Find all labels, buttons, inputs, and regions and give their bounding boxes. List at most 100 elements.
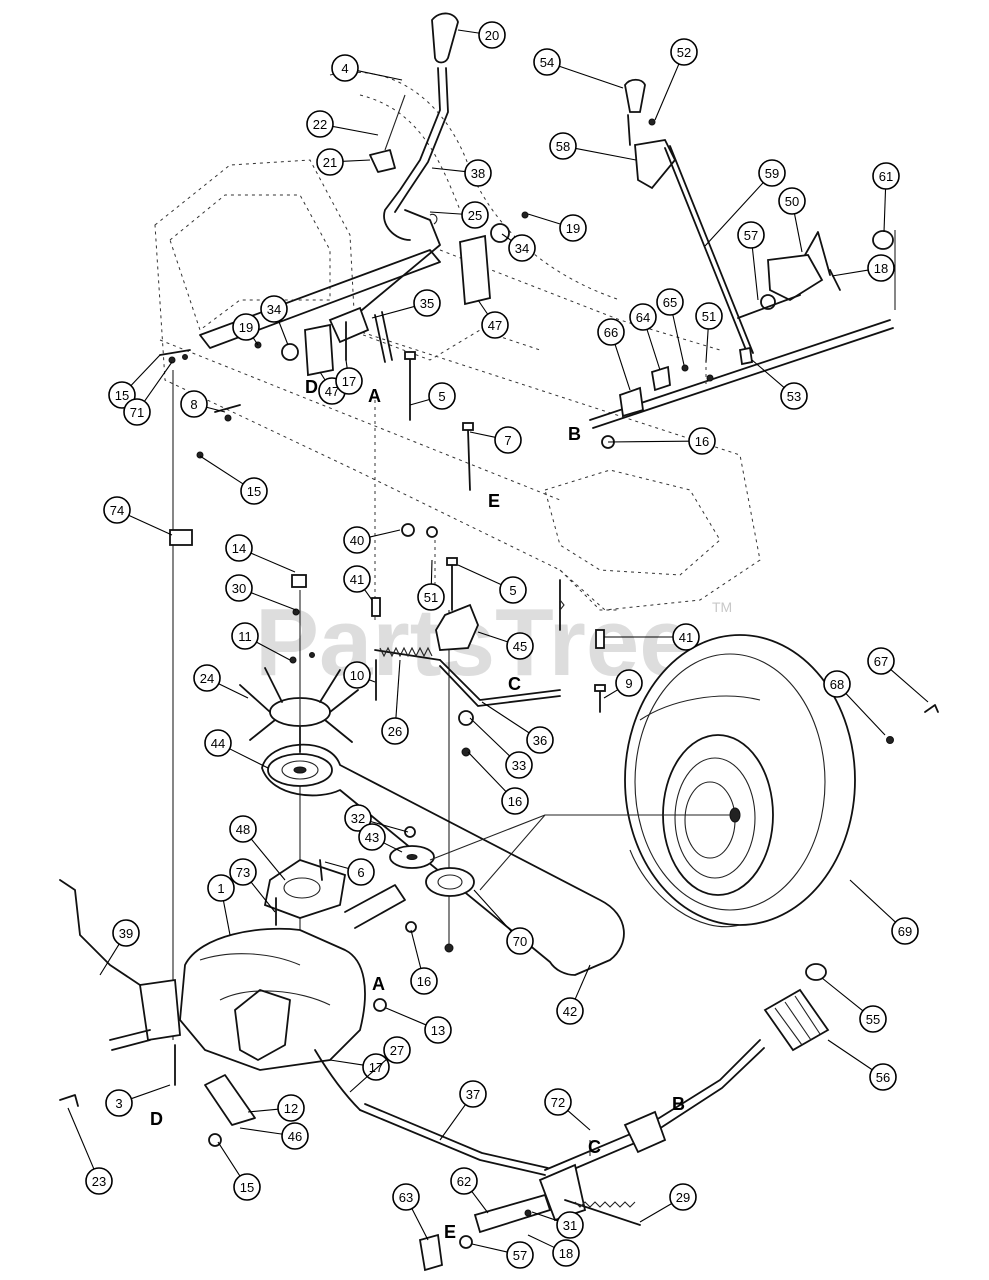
callout-19: 19 [232, 313, 260, 346]
callout-leader [229, 748, 269, 769]
callout-circle [464, 159, 492, 187]
callout-leader [144, 361, 173, 402]
letter-d-lower: D [150, 1109, 163, 1129]
callout-22: 22 [306, 110, 379, 138]
callout-61: 61 [872, 162, 900, 233]
bracket-plates [254, 211, 529, 377]
callout-number: 63 [399, 1190, 413, 1205]
callout-circle [597, 318, 625, 346]
callout-14: 14 [225, 534, 296, 573]
callout-number: 22 [313, 117, 327, 132]
callout-leader [751, 247, 759, 301]
callout-number: 69 [898, 924, 912, 939]
callout-leader [345, 359, 348, 369]
callout-51: 51 [695, 302, 723, 363]
callout-circle [180, 390, 208, 418]
callout-39: 39 [99, 919, 140, 976]
callout-47: 47 [477, 299, 509, 339]
callout-leader [250, 838, 286, 881]
callout-leader [250, 552, 296, 573]
callout-number: 73 [236, 865, 250, 880]
callout-leader [471, 1191, 489, 1214]
callout-number: 35 [420, 296, 434, 311]
callout-63: 63 [392, 1183, 429, 1241]
callout-number: 72 [551, 1095, 565, 1110]
callout-18: 18 [527, 1234, 580, 1267]
callout-circle [461, 201, 489, 229]
callout-number: 27 [390, 1043, 404, 1058]
callout-leader [99, 943, 120, 976]
callout-circle [193, 664, 221, 692]
callout-leader [559, 65, 624, 89]
callout-leader [469, 717, 510, 757]
shift-shaft [199, 249, 441, 363]
callout-number: 59 [765, 166, 779, 181]
callout-leader [131, 1084, 171, 1100]
callout-number: 19 [239, 320, 253, 335]
callout-74: 74 [103, 496, 173, 536]
callout-number: 16 [695, 434, 709, 449]
callout-number: 4 [341, 61, 348, 76]
callout-leader [128, 514, 173, 536]
callout-number: 40 [350, 533, 364, 548]
callout-leader [473, 889, 512, 932]
callout-number: 17 [342, 374, 356, 389]
callout-number: 74 [110, 503, 124, 518]
callout-circle [867, 254, 895, 282]
callout-leader [369, 529, 401, 538]
callout-circle [506, 1241, 534, 1269]
callout-number: 7 [504, 433, 511, 448]
callout-number: 23 [92, 1174, 106, 1189]
callout-leader [469, 431, 496, 438]
callout-circle [544, 1088, 572, 1116]
callout-50: 50 [778, 187, 806, 253]
callout-leader [319, 371, 326, 381]
callout-number: 25 [468, 208, 482, 223]
callout-circle [556, 1211, 584, 1239]
callout-number: 3 [115, 1096, 122, 1111]
callout-number: 48 [236, 822, 250, 837]
callout-leader [477, 299, 489, 315]
callout-number: 36 [533, 733, 547, 748]
letter-b-lower: B [672, 1094, 685, 1114]
callout-circle [344, 804, 372, 832]
callout-circle [481, 311, 509, 339]
callout-leader [324, 861, 349, 870]
callout-55: 55 [821, 977, 887, 1033]
callout-leader [575, 147, 637, 161]
callout-43: 43 [358, 823, 403, 853]
callout-13: 13 [385, 1007, 452, 1044]
callout-leader [239, 1127, 283, 1135]
callout-leader [329, 1059, 364, 1066]
callout-leader [385, 1007, 427, 1026]
callout-circle [656, 288, 684, 316]
callout-circle [556, 997, 584, 1025]
callout-70: 70 [473, 889, 534, 955]
control-linkage [314, 1039, 765, 1272]
callout-number: 34 [515, 241, 529, 256]
left-fasteners [159, 349, 241, 1040]
callout-leader [890, 669, 929, 703]
callout-5: 5 [457, 564, 527, 604]
callout-3: 3 [105, 1084, 171, 1117]
callout-34: 34 [260, 295, 289, 346]
callout-circle [823, 670, 851, 698]
callout-21: 21 [316, 148, 371, 176]
callout-leader [883, 188, 887, 233]
callout-circle [335, 367, 363, 395]
letter-markers: A B C D E A B C D E [150, 377, 685, 1242]
callout-circle [281, 1122, 309, 1150]
callout-leader [481, 701, 530, 734]
callout-11: 11 [231, 622, 291, 661]
callout-circle [891, 917, 919, 945]
callout-circle [688, 427, 716, 455]
callout-leader [252, 337, 259, 346]
callout-leader [827, 1039, 873, 1071]
callout-number: 9 [625, 676, 632, 691]
callout-circle [859, 1005, 887, 1033]
callout-number: 71 [130, 405, 144, 420]
callout-circle [204, 729, 232, 757]
callout-circle [695, 302, 723, 330]
callout-circle [505, 751, 533, 779]
callout-number: 41 [679, 630, 693, 645]
